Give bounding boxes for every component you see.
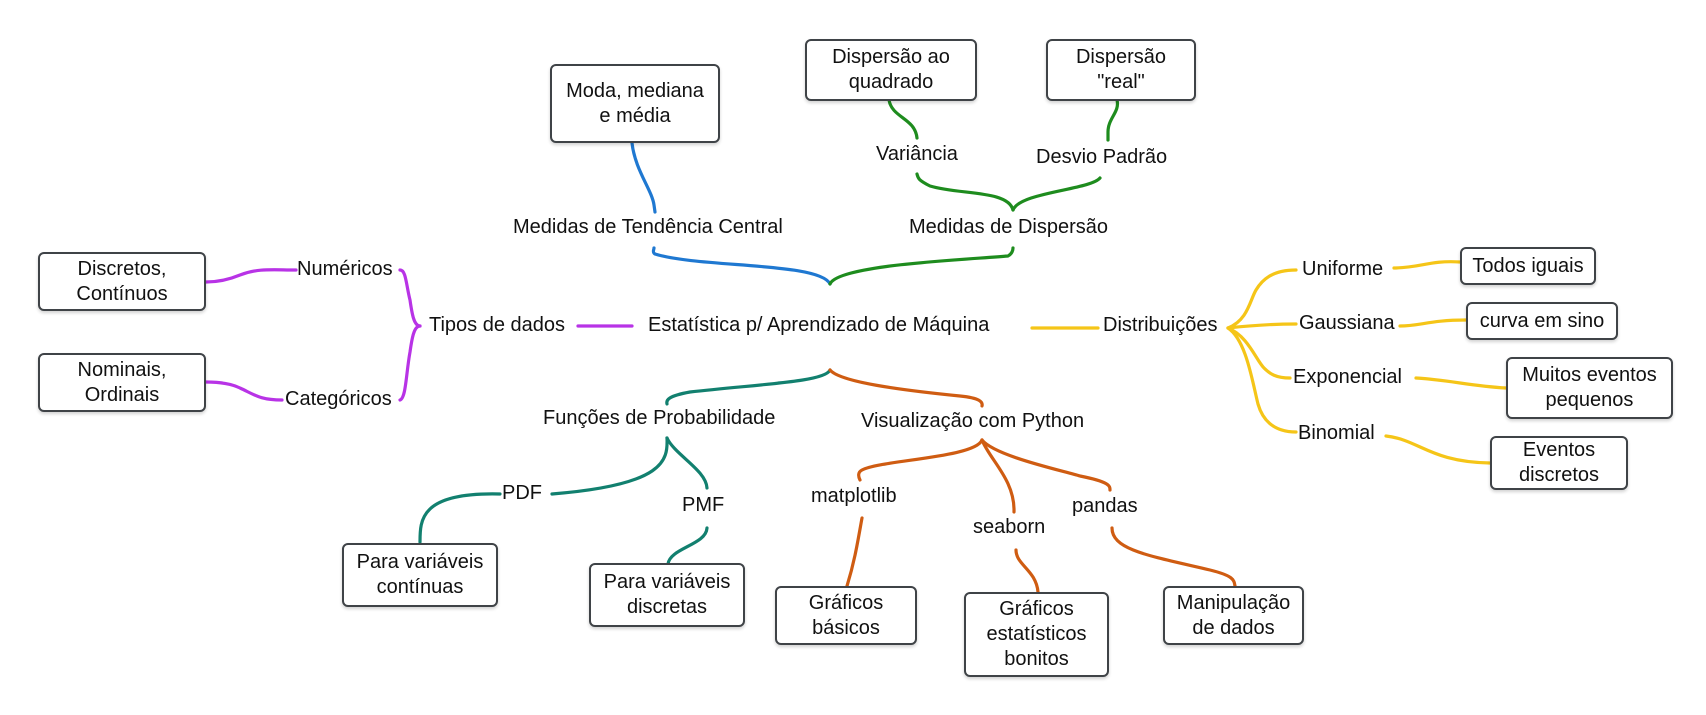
link-exponencial-box xyxy=(1414,376,1508,390)
link-tipos-numericos xyxy=(398,268,422,328)
branch-dispersao[interactable]: Medidas de Dispersão xyxy=(909,216,1108,238)
node-seaborn[interactable]: seaborn xyxy=(973,516,1046,538)
link-numericos-box xyxy=(204,268,298,284)
node-gaussiana[interactable]: Gaussiana xyxy=(1299,312,1395,334)
box-dispersao-quadrado[interactable]: Dispersão ao quadrado xyxy=(805,39,977,101)
node-pdf[interactable]: PDF xyxy=(502,482,542,504)
branch-tendencia-central[interactable]: Medidas de Tendência Central xyxy=(513,216,783,238)
box-graficos-estatisticos-bonitos[interactable]: Gráficos estatísticos bonitos xyxy=(964,592,1109,677)
link-visualizacao-matplotlib xyxy=(857,438,984,482)
link-root-probabilidade xyxy=(665,368,832,406)
box-discretos-continuos[interactable]: Discretos, Contínuos xyxy=(38,252,206,311)
branch-tipos-de-dados[interactable]: Tipos de dados xyxy=(429,314,566,336)
box-curva-em-sino[interactable]: curva em sino xyxy=(1466,302,1618,340)
link-distribuicoes-binomial xyxy=(1226,326,1298,434)
node-binomial[interactable]: Binomial xyxy=(1298,422,1375,444)
node-variancia[interactable]: Variância xyxy=(876,143,958,165)
link-matplotlib-box xyxy=(845,516,864,588)
link-pandas-box xyxy=(1110,526,1237,588)
node-matplotlib[interactable]: matplotlib xyxy=(811,485,897,507)
node-pmf[interactable]: PMF xyxy=(682,494,725,516)
link-distribuicoes-gaussiana xyxy=(1226,322,1298,330)
link-root-dispersao xyxy=(828,246,1015,286)
box-manipulacao-de-dados[interactable]: Manipulação de dados xyxy=(1163,586,1304,645)
link-pmf-box xyxy=(666,526,709,566)
node-categoricos[interactable]: Categóricos xyxy=(285,388,392,410)
link-dispersao-desvio xyxy=(1011,176,1102,212)
link-binomial-box xyxy=(1384,434,1492,465)
box-moda-mediana-media[interactable]: Moda, mediana e média xyxy=(550,64,720,143)
box-muitos-eventos-pequenos[interactable]: Muitos eventos pequenos xyxy=(1506,357,1673,419)
link-gaussiana-box xyxy=(1398,318,1468,328)
branch-funcoes-probabilidade[interactable]: Funções de Probabilidade xyxy=(543,407,776,429)
node-uniforme[interactable]: Uniforme xyxy=(1302,258,1384,280)
box-graficos-basicos[interactable]: Gráficos básicos xyxy=(775,586,917,645)
box-eventos-discretos[interactable]: Eventos discretos xyxy=(1490,436,1628,490)
box-nominais-ordinais[interactable]: Nominais, Ordinais xyxy=(38,353,206,412)
box-dispersao-real[interactable]: Dispersão "real" xyxy=(1046,39,1196,101)
link-variancia-box xyxy=(887,98,919,140)
link-dispersao-variancia xyxy=(915,172,1015,212)
link-probabilidade-pdf xyxy=(550,436,669,496)
link-visualizacao-pandas xyxy=(980,438,1112,492)
box-todos-iguais[interactable]: Todos iguais xyxy=(1460,247,1596,285)
link-desvio-box xyxy=(1106,98,1120,142)
link-root-visualizacao xyxy=(828,368,984,408)
link-tipos-categoricos xyxy=(398,324,422,402)
box-variaveis-continuas[interactable]: Para variáveis contínuas xyxy=(342,543,498,607)
link-seaborn-box xyxy=(1014,548,1040,594)
node-numericos[interactable]: Numéricos xyxy=(297,258,393,280)
node-exponencial[interactable]: Exponencial xyxy=(1293,366,1402,388)
link-distribuicoes-exponencial xyxy=(1226,326,1292,380)
branch-visualizacao-python[interactable]: Visualização com Python xyxy=(861,410,1085,432)
link-probabilidade-pmf xyxy=(665,436,709,490)
link-pdf-box xyxy=(418,492,502,544)
node-desvio-padrao[interactable]: Desvio Padrão xyxy=(1036,146,1168,168)
link-root-tendencia xyxy=(651,246,832,286)
link-distribuicoes-uniforme xyxy=(1226,268,1298,330)
link-tendencia-box xyxy=(630,141,657,214)
link-visualizacao-seaborn xyxy=(980,438,1016,514)
box-variaveis-discretas[interactable]: Para variáveis discretas xyxy=(589,563,745,627)
root-topic[interactable]: Estatística p/ Aprendizado de Máquina xyxy=(648,314,990,336)
branch-distribuicoes[interactable]: Distribuições xyxy=(1103,314,1218,336)
node-pandas[interactable]: pandas xyxy=(1072,495,1138,517)
link-uniforme-box xyxy=(1392,260,1462,270)
link-categoricos-box xyxy=(204,380,284,402)
